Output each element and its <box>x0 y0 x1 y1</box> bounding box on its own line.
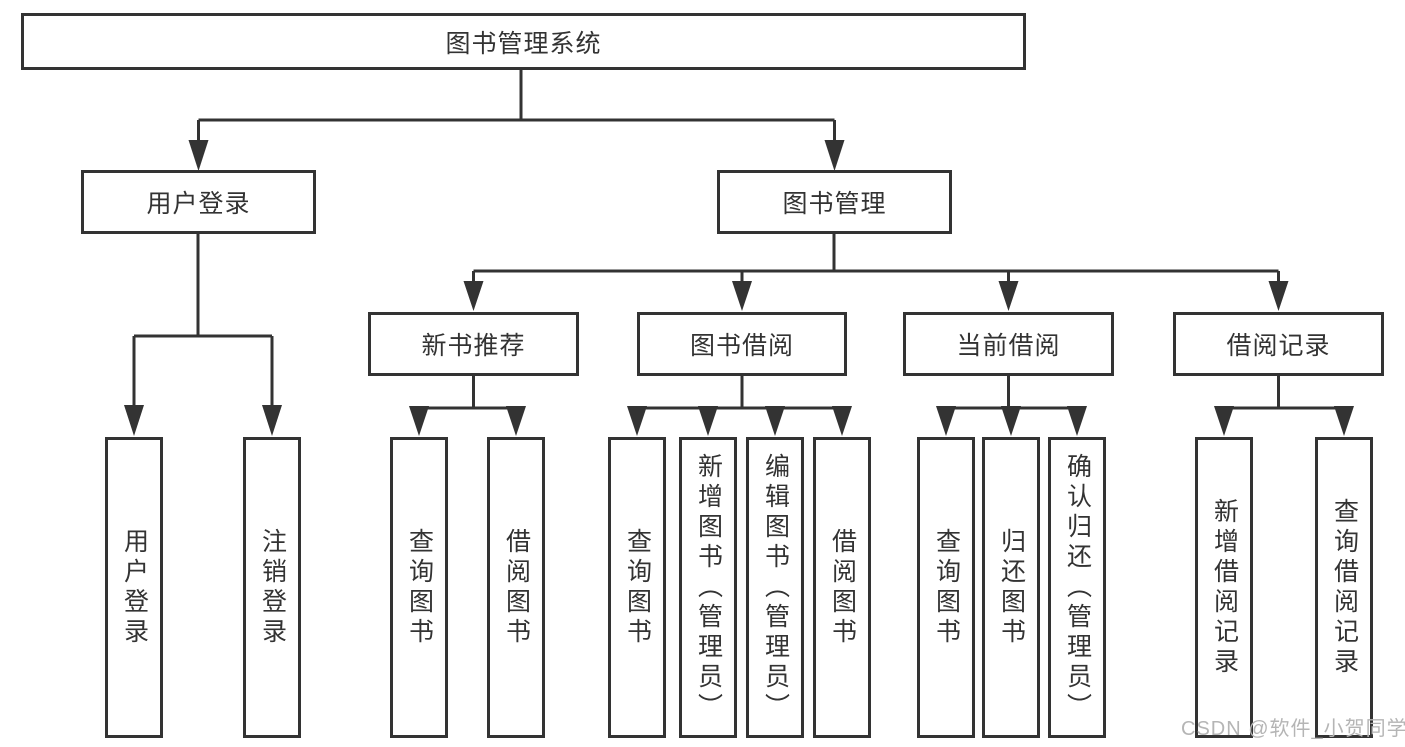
leaf-logout: 注销登录 <box>243 437 301 738</box>
leaf-add-borrowing-record: 新增借阅记录 <box>1195 437 1253 738</box>
leaf-borrow-books: 借阅图书 <box>813 437 871 738</box>
leaf-query-books-borrowing: 查询图书 <box>608 437 666 738</box>
node-book-management: 图书管理 <box>717 170 952 234</box>
leaf-user-login: 用户登录 <box>105 437 163 738</box>
node-new-book-recommendation: 新书推荐 <box>368 312 579 376</box>
leaf-return-books: 归还图书 <box>982 437 1040 738</box>
arrowheads <box>124 140 1354 436</box>
node-book-borrowing: 图书借阅 <box>637 312 847 376</box>
leaf-query-borrowing-record: 查询借阅记录 <box>1315 437 1373 738</box>
node-user-login: 用户登录 <box>81 170 316 234</box>
node-library-management-system: 图书管理系统 <box>21 13 1026 70</box>
node-borrowing-records: 借阅记录 <box>1173 312 1384 376</box>
leaf-add-books-admin: 新增图书（管理员） <box>679 437 737 738</box>
leaf-borrow-books-recommendation: 借阅图书 <box>487 437 545 738</box>
leaf-edit-books-admin: 编辑图书（管理员） <box>746 437 804 738</box>
node-current-borrowing: 当前借阅 <box>903 312 1114 376</box>
leaf-query-books-recommendation: 查询图书 <box>390 437 448 738</box>
leaf-confirm-return-admin: 确认归还（管理员） <box>1048 437 1106 738</box>
connector-paths <box>132 70 1346 414</box>
leaf-query-books-current: 查询图书 <box>917 437 975 738</box>
csdn-watermark: CSDN @软件_小贺同学 <box>1181 718 1405 740</box>
